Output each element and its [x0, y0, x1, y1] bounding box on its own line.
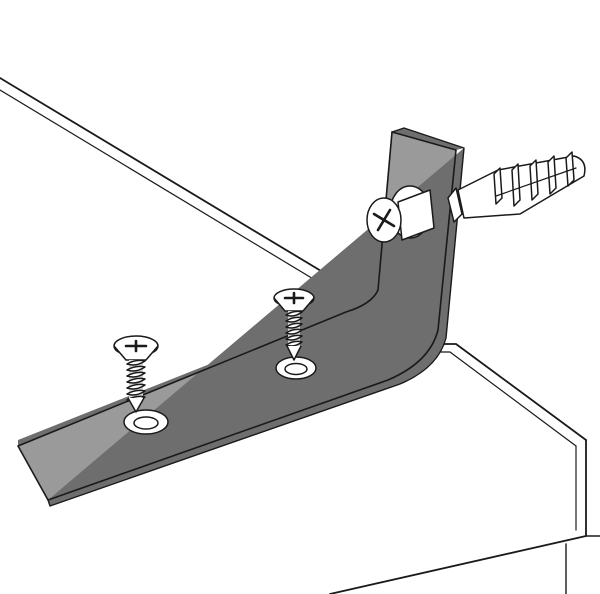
- bracket-hole-right-inner: [284, 362, 308, 376]
- screw-right-thread: [285, 310, 303, 347]
- wall-top-edge: [424, 343, 587, 441]
- plug-collar: [447, 187, 463, 223]
- wall-plug-icon: [447, 151, 586, 223]
- panel-front-edge: [0, 77, 377, 305]
- screw-right-cross: [283, 291, 305, 305]
- bracket-outline: [17, 131, 457, 501]
- plug-rib: [565, 151, 575, 187]
- screw-right-tip: [286, 345, 302, 361]
- wood-screw-icon: [113, 335, 159, 413]
- plug-rib: [511, 163, 521, 207]
- bracket-vertical-edge: [392, 128, 464, 150]
- thread-ridge: [126, 383, 146, 390]
- thread-ridge: [126, 371, 146, 378]
- thread-ridge: [285, 340, 303, 347]
- plug-rib: [529, 159, 539, 201]
- wall-lower-edge: [565, 535, 600, 594]
- thread-ridge: [285, 328, 303, 335]
- panel-edge-bevel: [0, 89, 369, 313]
- screw-left-cross: [124, 339, 148, 353]
- plug-rib: [493, 167, 503, 205]
- thread-ridge: [126, 377, 146, 384]
- angle-bracket-icon: [17, 127, 465, 507]
- plug-slit: [495, 167, 577, 197]
- wall-top-inner: [419, 351, 577, 447]
- wood-screw-icon: [273, 288, 315, 361]
- thread-ridge: [126, 389, 146, 396]
- thread-ridge: [285, 316, 303, 323]
- bracket-hole-left-inner: [133, 416, 159, 430]
- plug-rib: [547, 155, 557, 195]
- thread-ridge: [126, 365, 146, 372]
- bracket-body: [18, 132, 456, 500]
- thread-ridge: [285, 310, 303, 317]
- thread-ridge: [126, 359, 146, 366]
- bracket-outer-outline: [47, 127, 465, 507]
- bracket-horizontal-arm: [18, 282, 398, 446]
- thread-ridge: [285, 334, 303, 341]
- plug-ribs: [493, 151, 575, 207]
- machine-screw-cross: [372, 208, 396, 232]
- machine-screw-icon: [366, 189, 435, 243]
- thread-ridge: [285, 322, 303, 329]
- screw-left-thread: [126, 359, 146, 402]
- screw-left-tip: [127, 397, 145, 413]
